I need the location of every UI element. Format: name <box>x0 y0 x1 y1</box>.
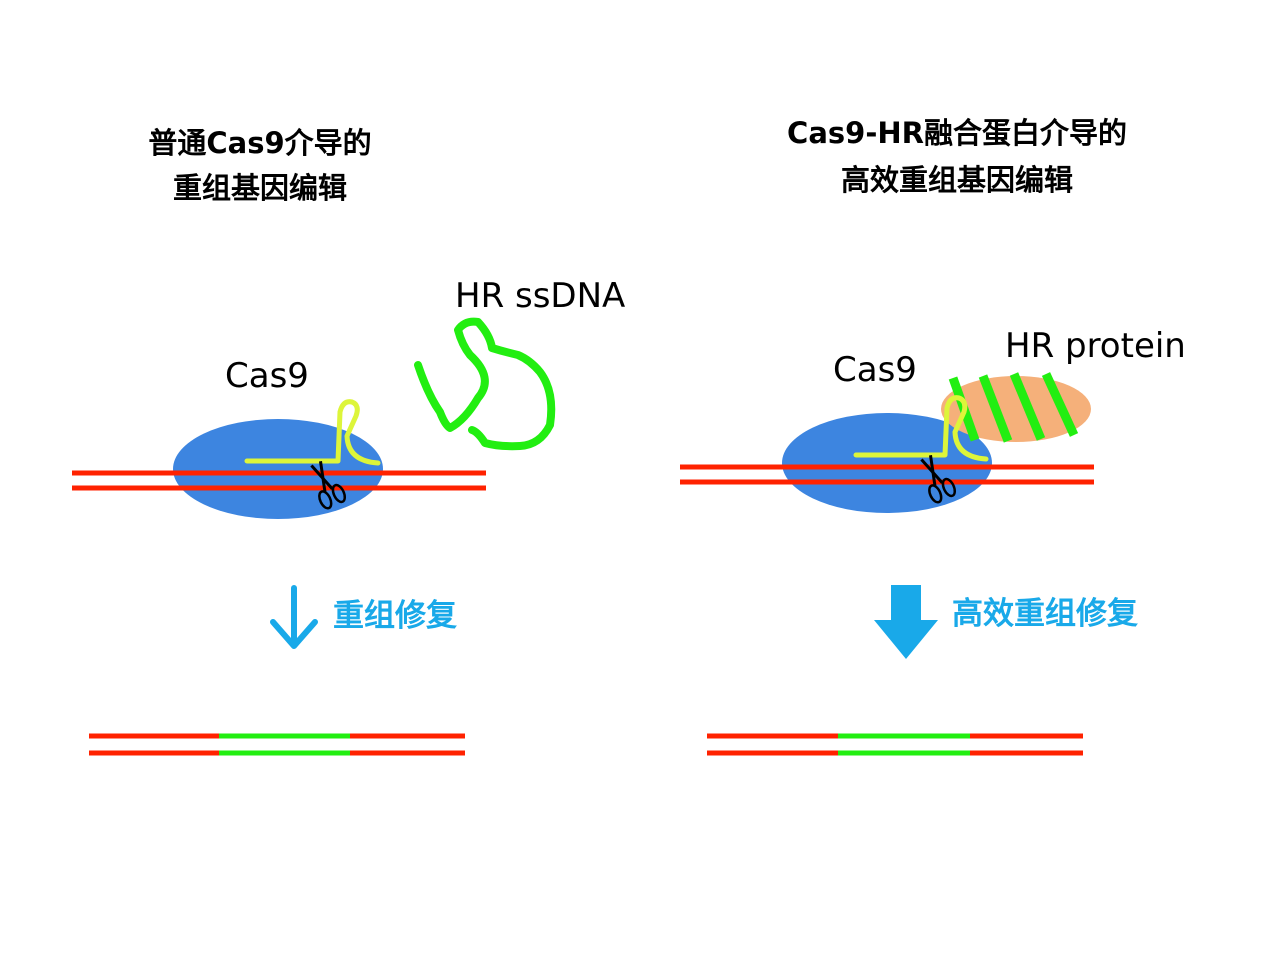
left-edited-dna <box>89 733 465 756</box>
right-cas9-protein <box>782 413 992 513</box>
down-arrow-icon <box>270 585 318 649</box>
down-arrow-icon <box>874 585 938 659</box>
scissors-icon <box>920 455 957 504</box>
left-repair-label: 重组修复 <box>333 598 457 634</box>
left-guide-rna <box>244 399 381 466</box>
right-guide-rna <box>853 395 989 462</box>
scissors-icon <box>310 461 347 510</box>
hr-ssdna-donor <box>414 317 556 451</box>
donor-label: HR ssDNA <box>455 276 625 316</box>
right-title-line1: Cas9-HR融合蛋白介导的 <box>787 116 1127 150</box>
right-panel: Cas9-HR融合蛋白介导的 高效重组基因编辑 Cas9 HR protein … <box>680 116 1186 756</box>
left-title-line1: 普通Cas9介导的 <box>148 126 371 160</box>
right-title-line2: 高效重组基因编辑 <box>841 163 1073 197</box>
hr-protein <box>941 372 1091 443</box>
right-cas9-label: Cas9 <box>833 350 917 390</box>
left-panel: 普通Cas9介导的 重组基因编辑 Cas9 HR ssDNA 重组修复 <box>72 126 625 756</box>
left-cas9-protein <box>173 419 383 519</box>
right-repair-label: 高效重组修复 <box>952 596 1138 632</box>
left-cas9-label: Cas9 <box>225 356 309 396</box>
right-edited-dna <box>707 733 1083 756</box>
hr-protein-label: HR protein <box>1005 326 1186 366</box>
left-title-line2: 重组基因编辑 <box>173 171 347 205</box>
